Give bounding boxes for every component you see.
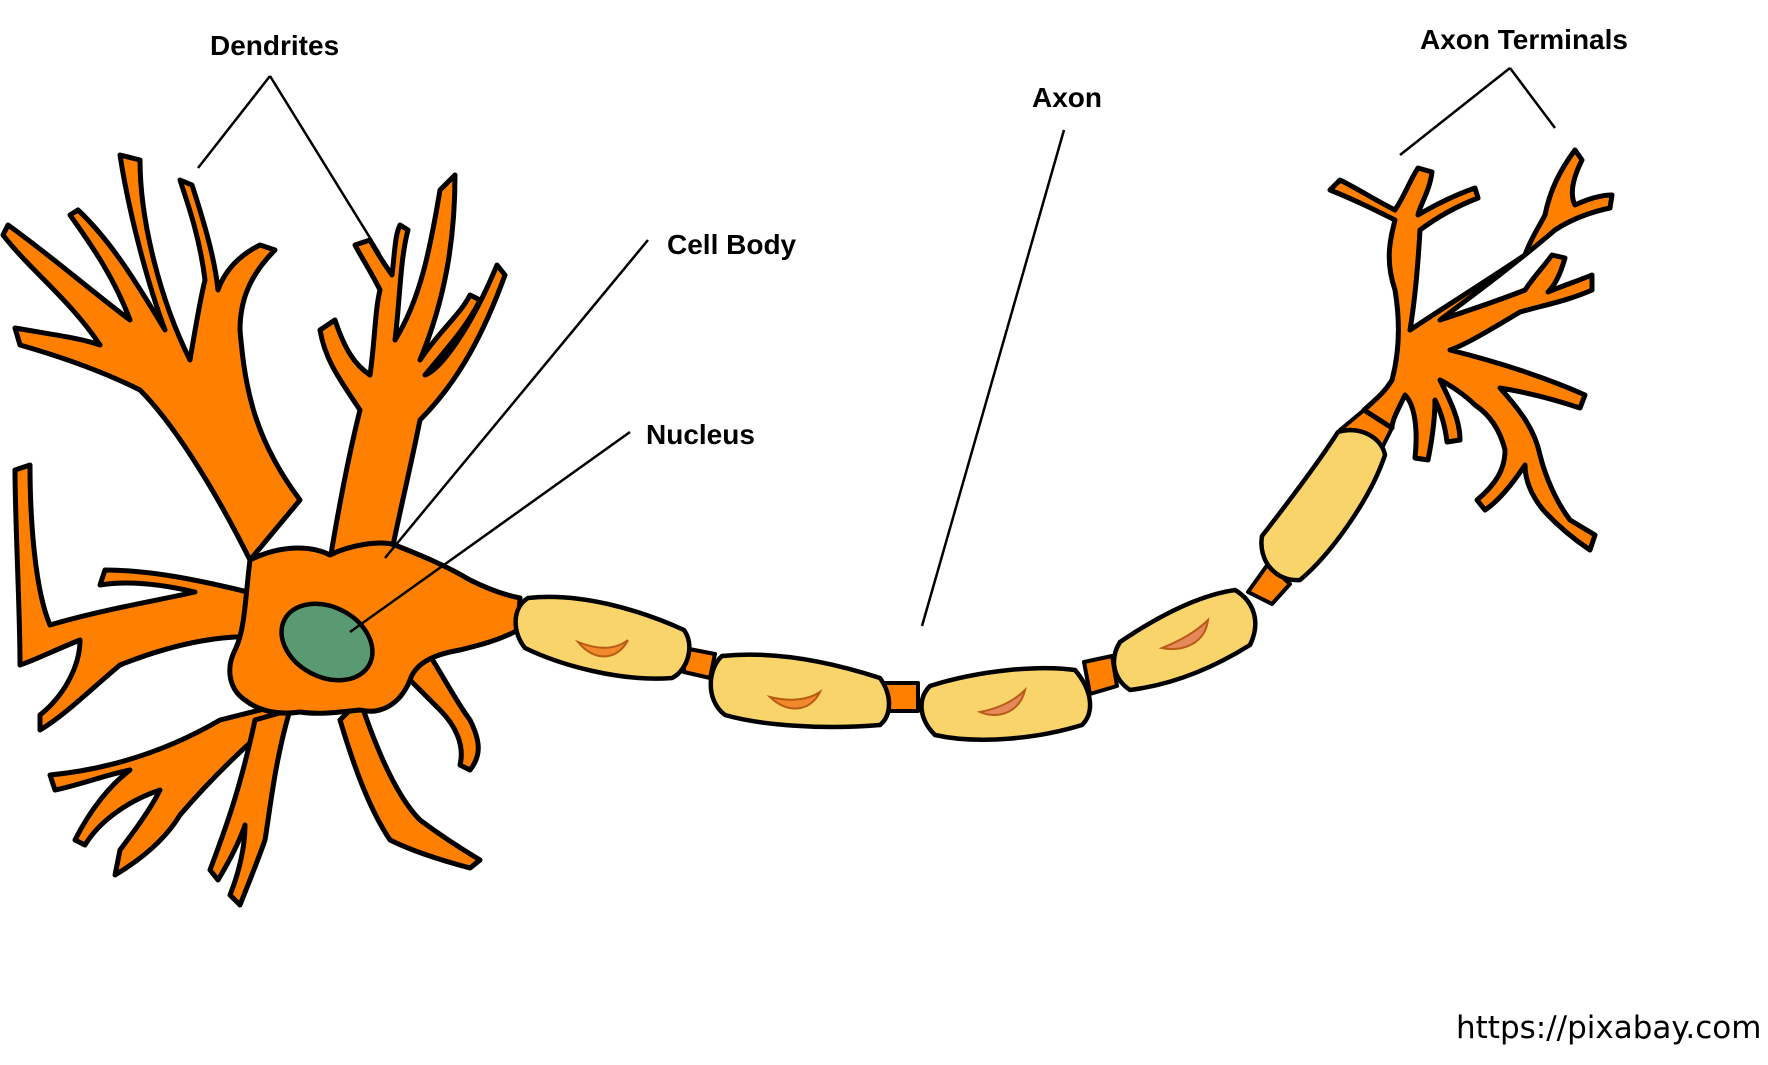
- axon-terminals-leader-left: [1399, 67, 1511, 156]
- dendrites-leader-left: [197, 75, 271, 169]
- leader-lines: [197, 67, 1556, 634]
- schwann-nucleus-2: [766, 689, 823, 710]
- axon-terminals: [1327, 147, 1615, 553]
- dendrite-lower-mid: [207, 707, 293, 908]
- schwann-nucleus-3: [976, 686, 1027, 716]
- axon-label: Axon: [1032, 82, 1102, 113]
- axon-terminal-branches: [1327, 147, 1615, 553]
- source-credit: https://pixabay.com: [1456, 1010, 1762, 1046]
- nucleus-label: Nucleus: [646, 419, 755, 450]
- axon: [513, 408, 1394, 742]
- axon-terminals-label: Axon Terminals: [1420, 24, 1628, 55]
- dendrite-lower-left: [47, 697, 303, 878]
- myelin-sheath-1: [513, 594, 692, 681]
- dendrite-upper-left: [0, 152, 303, 563]
- dendrites-leader-right: [268, 75, 382, 255]
- axon-terminals-leader-right: [1509, 67, 1556, 129]
- node-of-ranvier-4: [1246, 562, 1292, 606]
- dendrites-label: Dendrites: [210, 30, 340, 61]
- schwann-nucleus-4: [1158, 617, 1210, 650]
- cell-body-label: Cell Body: [667, 229, 797, 260]
- dendrite-upper-right: [317, 172, 508, 563]
- myelin-sheath-2: [708, 652, 892, 730]
- cell-body-leader: [384, 239, 649, 559]
- dendrite-lower-right: [337, 697, 483, 871]
- myelin-sheath-5: [1259, 427, 1388, 583]
- nucleus-leader: [349, 430, 631, 634]
- dendrite-left: [12, 462, 283, 733]
- schwann-nucleus-1: [574, 639, 629, 658]
- node-of-ranvier-3: [1082, 654, 1119, 696]
- nucleus: [279, 601, 375, 683]
- dendrites: [0, 152, 523, 908]
- cell-body: [227, 540, 523, 716]
- axon-leader: [920, 129, 1066, 627]
